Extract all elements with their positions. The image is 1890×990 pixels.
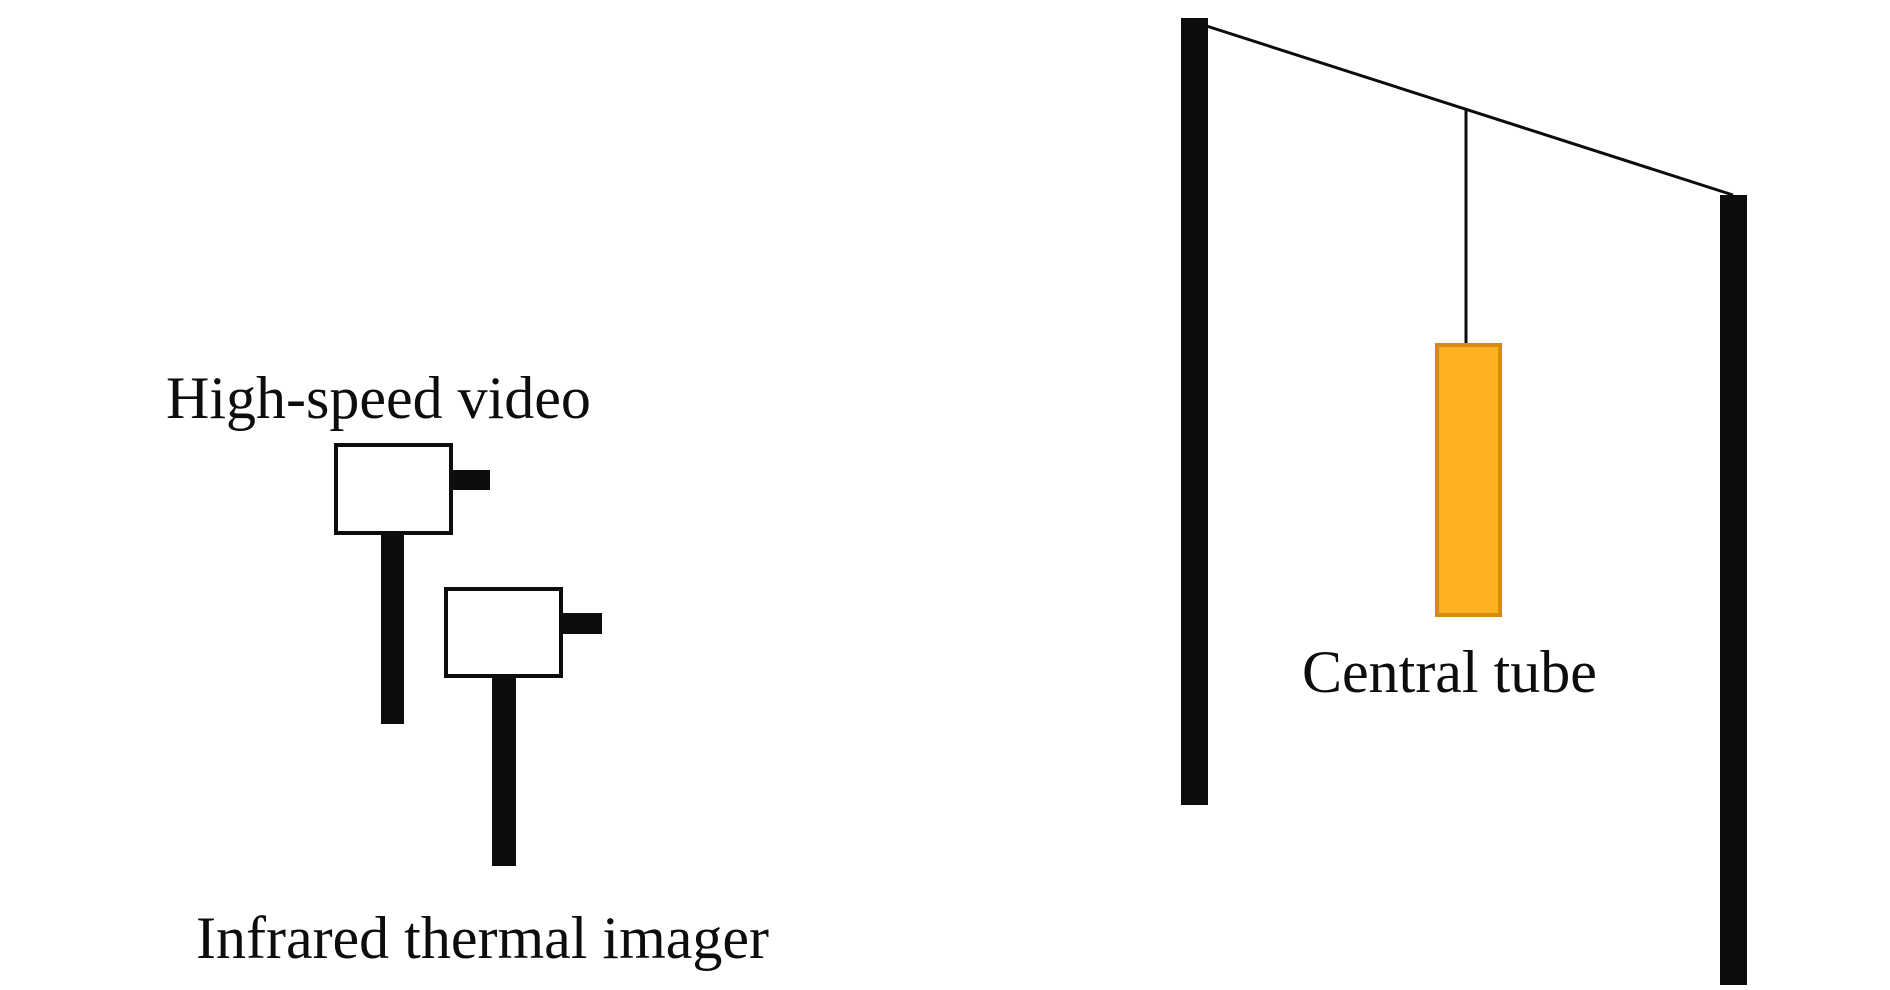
high-speed-video-camera: [334, 443, 490, 724]
infrared-thermal-imager-lens: [561, 613, 602, 634]
infrared-thermal-imager-body: [444, 587, 563, 678]
label-infrared-thermal-imager: Infrared thermal imager: [196, 905, 769, 971]
high-speed-video-camera-body: [334, 443, 453, 535]
infrared-thermal-imager-stand: [492, 676, 516, 866]
high-speed-video-camera-stand: [381, 533, 404, 724]
top-crossbeam: [1193, 20, 1734, 197]
label-high-speed-video: High-speed video: [166, 365, 591, 431]
support-frame: [1181, 18, 1747, 985]
left-post: [1181, 18, 1208, 805]
central-tube: [1435, 343, 1502, 617]
infrared-thermal-imager-camera: [444, 587, 602, 866]
right-post: [1720, 195, 1747, 985]
high-speed-video-camera-lens: [451, 470, 490, 490]
label-central-tube: Central tube: [1302, 639, 1597, 705]
